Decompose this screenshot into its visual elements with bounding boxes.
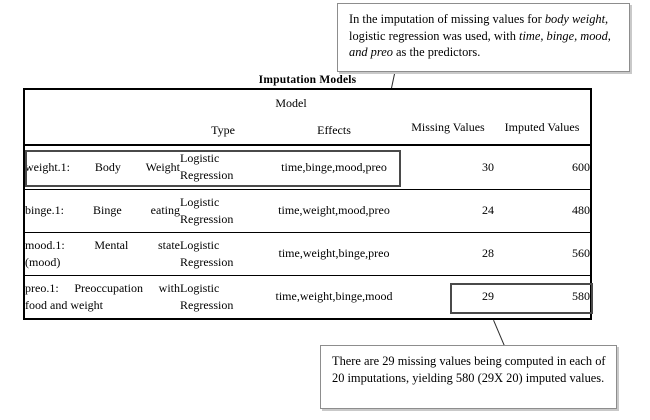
cell-type-line2: Regression [180, 297, 234, 312]
cell-variable: preo.1: Preoccupation with food and weig… [25, 275, 180, 318]
cell-type-line1: Logistic [180, 280, 220, 295]
cell-effects: time,weight,mood,preo [266, 189, 402, 233]
cell-type-line1: Logistic [180, 194, 220, 209]
cell-variable-line1: weight.1: Body Weight [25, 159, 180, 174]
table-grid: Model Missing Values Imputed Values Type… [25, 90, 590, 318]
cell-missing-values: 30 [402, 145, 494, 190]
callout-bottom: There are 29 missing values being comput… [320, 345, 617, 409]
header-imputed-values: Imputed Values [504, 119, 580, 134]
cell-variable-line1: binge.1: Binge eating [25, 203, 180, 218]
cell-type-line2: Regression [180, 254, 234, 269]
callout-bottom-text: There are 29 missing values being comput… [332, 354, 606, 385]
cell-missing-values: 28 [402, 232, 494, 276]
cell-variable-line1: preo.1: Preoccupation with [25, 280, 180, 295]
cell-type-line2: Regression [180, 211, 234, 226]
cell-effects: time,weight,binge,preo [266, 232, 402, 276]
callout-top-seg-4: as the predictors. [392, 45, 481, 59]
table-title: Imputation Models [258, 74, 357, 86]
cell-type: Logistic Regression [180, 189, 266, 233]
cell-variable: binge.1: Binge eating [25, 189, 180, 233]
header-variable [25, 90, 180, 144]
cell-imputed-values: 560 [494, 232, 590, 276]
cell-imputed-values: 580 [572, 289, 590, 304]
callout-top-text: In the imputation of missing values for … [338, 4, 629, 67]
header-imputed-values-cell: Imputed Values [494, 90, 590, 144]
table-row: binge.1: Binge eating Logistic Regressio… [25, 189, 590, 233]
table-row: weight.1: Body Weight Logistic Regressio… [25, 145, 590, 190]
table-row: preo.1: Preoccupation with food and weig… [25, 275, 590, 318]
cell-variable: mood.1: Mental state (mood) [25, 232, 180, 276]
callout-top-seg-3: time, binge, mood, and preo [349, 28, 611, 60]
callout-top-seg-2: , logistic regression was used, with [349, 12, 609, 43]
cell-missing-values: 24 [402, 189, 494, 233]
cell-variable: weight.1: Body Weight [25, 145, 180, 190]
cell-type-line2: Regression [180, 168, 234, 183]
cell-type: Logistic Regression [180, 145, 266, 190]
header-type: Type [211, 122, 235, 137]
header-missing-values-cell: Missing Values [402, 90, 494, 144]
header-model-group: Model [275, 95, 307, 110]
imputation-models-table: Model Missing Values Imputed Values Type… [23, 88, 592, 320]
callout-top-seg-1: body weight [544, 12, 606, 26]
cell-effects: time,weight,binge,mood [275, 289, 393, 304]
callout-top: In the imputation of missing values for … [337, 3, 630, 72]
cell-effects: time,binge,mood,preo [266, 145, 402, 190]
header-effects: Effects [317, 122, 351, 137]
cell-imputed-values: 480 [494, 189, 590, 233]
table-header-row-sub: Type Effects [25, 116, 590, 144]
table-header-row-group: Model Missing Values Imputed Values [25, 90, 590, 134]
table-row: mood.1: Mental state (mood) Logistic Reg… [25, 232, 590, 276]
cell-missing-values: 29 [482, 289, 494, 304]
cell-variable-line1: mood.1: Mental state [25, 237, 180, 252]
cell-type: Logistic Regression [180, 275, 266, 318]
cell-type-line1: Logistic [180, 151, 220, 166]
cell-type: Logistic Regression [180, 232, 266, 276]
callout-top-seg-0: In the imputation of missing values for [349, 12, 545, 26]
cell-variable-line2: food and weight [25, 297, 103, 312]
cell-imputed-values: 600 [494, 145, 590, 190]
cell-variable-line2: (mood) [25, 254, 61, 269]
cell-type-line1: Logistic [180, 237, 220, 252]
header-missing-values: Missing Values [411, 119, 485, 134]
